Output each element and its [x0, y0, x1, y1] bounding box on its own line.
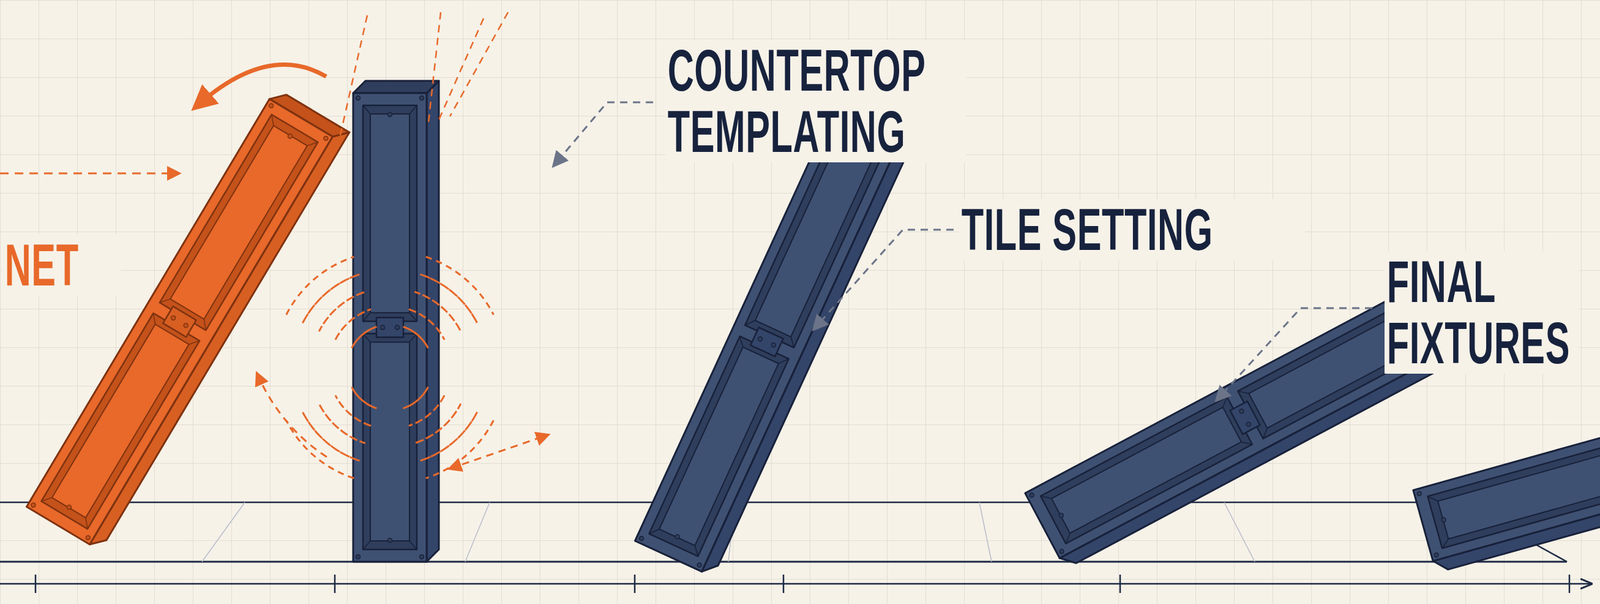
floor-plane: [0, 501, 1592, 593]
domino: [353, 80, 439, 562]
impact-marks: [0, 12, 548, 479]
domino: [1413, 363, 1600, 573]
domino: [26, 88, 349, 551]
callout-label: TILE SETTING: [959, 198, 1305, 261]
callout-label: COUNTERTOP TEMPLATING: [665, 39, 966, 163]
domino: [634, 100, 915, 576]
trigger-label: NET: [2, 234, 121, 296]
callout-label: FINAL FIXTURES: [1384, 250, 1579, 374]
